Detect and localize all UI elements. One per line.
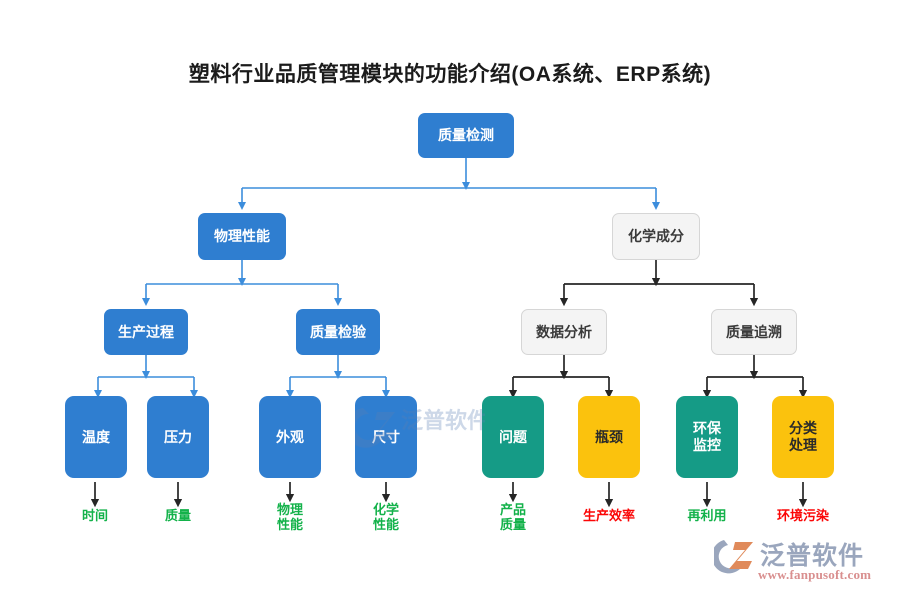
node-dimension[interactable]: 尺寸 — [355, 396, 417, 478]
leaf-label-quality: 质量 — [164, 508, 191, 523]
node-data-analysis[interactable]: 数据分析 — [521, 309, 607, 355]
leaf-label-product-quality: 产品 质量 — [499, 502, 526, 532]
node-temperature[interactable]: 温度 — [65, 396, 127, 478]
leaf-label-time: 时间 — [81, 508, 108, 523]
leaf-label-physical-property: 物理 性能 — [276, 502, 303, 532]
leaf-label-reuse: 再利用 — [687, 508, 727, 523]
node-root-quality-inspection[interactable]: 质量检测 — [418, 113, 514, 158]
brand-name: 泛普软件 — [760, 542, 865, 570]
brand-url: www.fanpusoft.com — [758, 567, 872, 582]
brand-mark-icon — [714, 540, 753, 574]
node-classification-handling[interactable]: 分类 处理 — [772, 396, 834, 478]
node-pressure[interactable]: 压力 — [147, 396, 209, 478]
node-environmental-monitoring[interactable]: 环保 监控 — [676, 396, 738, 478]
node-physical-properties[interactable]: 物理性能 — [198, 213, 286, 260]
node-bottleneck[interactable]: 瓶颈 — [578, 396, 640, 478]
node-quality-verification[interactable]: 质量检验 — [296, 309, 380, 355]
leaf-label-environmental-pollution: 环境污染 — [776, 508, 829, 523]
node-quality-traceability[interactable]: 质量追溯 — [711, 309, 797, 355]
brand-logo: 泛普软件 www.fanpusoft.com — [714, 534, 882, 588]
leaf-label-chemical-property: 化学 性能 — [372, 502, 399, 532]
node-chemical-composition[interactable]: 化学成分 — [612, 213, 700, 260]
node-appearance[interactable]: 外观 — [259, 396, 321, 478]
node-problem[interactable]: 问题 — [482, 396, 544, 478]
leaf-label-production-efficiency: 生产效率 — [582, 508, 635, 523]
page-title: 塑料行业品质管理模块的功能介绍(OA系统、ERP系统) — [188, 63, 712, 86]
node-production-process[interactable]: 生产过程 — [104, 309, 188, 355]
